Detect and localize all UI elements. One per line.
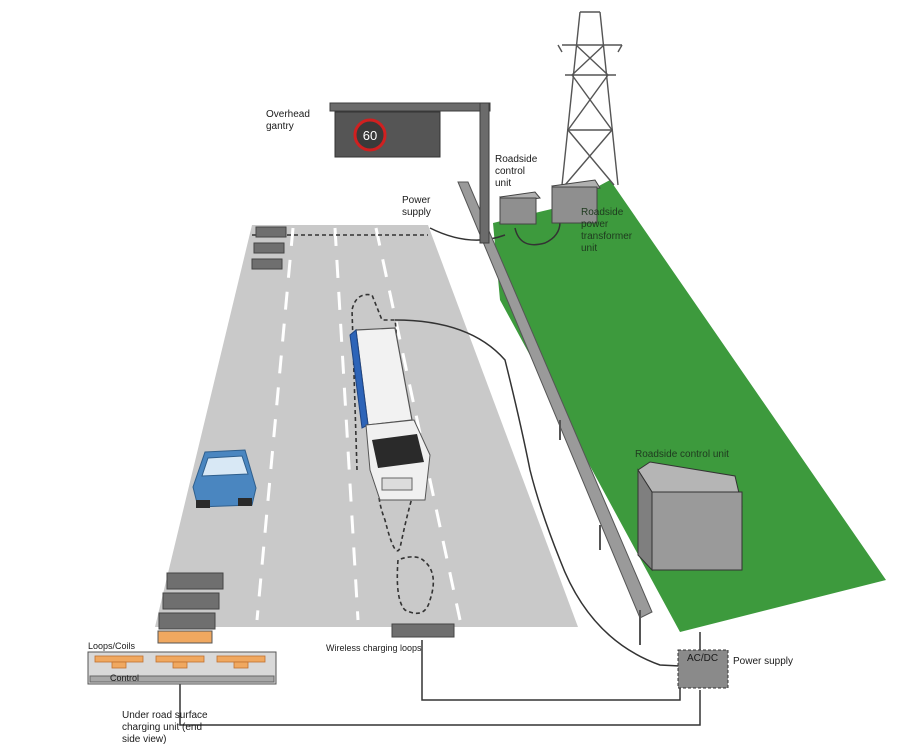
overhead-gantry-label: Overhead gantry (266, 109, 310, 132)
car-icon (192, 449, 257, 508)
road-pads-bottom (158, 572, 224, 630)
gantry-sign-value: 60 (363, 128, 377, 143)
gantry-sign-icon (353, 118, 387, 152)
power-transformer-label: Roadside power transformer unit (581, 207, 633, 254)
loops-coils-label: Loops/Coils (88, 641, 136, 651)
ac-dc-box (677, 649, 729, 689)
control-label: Control (110, 673, 140, 683)
roadside-control-unit-top-label: Roadside control unit (495, 154, 538, 189)
wireless-charging-loops-label: Wireless charging loops (326, 643, 422, 653)
under-road-pad-link (157, 630, 213, 644)
roadside-control-unit-main-label: Roadside control unit (635, 449, 729, 460)
ac-dc-label: AC/DC (687, 653, 719, 664)
under-road-unit-label: Under road surface charging unit (end si… (122, 710, 208, 745)
crash-barrier (457, 181, 653, 645)
green-verge (493, 180, 886, 632)
pylon-icon (557, 11, 623, 186)
coil-elements (94, 655, 266, 669)
roadside-control-unit-small (499, 191, 541, 225)
power-supply-bottom-label: Power supply (733, 656, 794, 667)
road-pads-top (251, 226, 287, 270)
truck-icon (349, 327, 431, 501)
power-transformer-unit (551, 179, 601, 224)
power-supply-top-label: Power supply (402, 195, 431, 218)
overhead-gantry (329, 102, 491, 244)
wireless-loop-pad (391, 623, 455, 638)
roadside-control-unit-large (637, 461, 743, 572)
lane-markings (255, 227, 462, 621)
